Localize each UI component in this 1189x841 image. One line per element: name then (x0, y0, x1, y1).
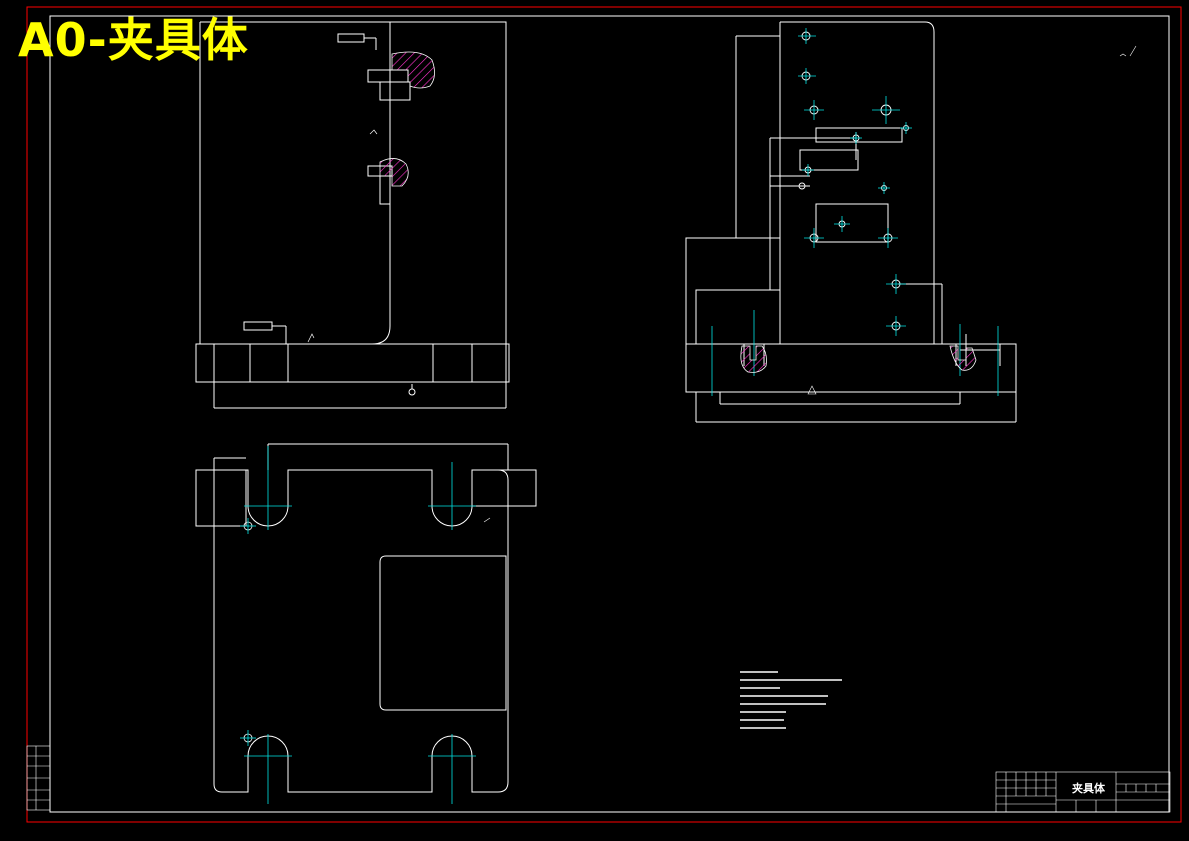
binding-margin-table (26, 745, 51, 811)
side-view (685, 21, 1017, 423)
front-view-sections (379, 51, 435, 187)
inner-drawing-border (49, 15, 1170, 813)
drawing-caption: A0-夹具体 (18, 13, 249, 67)
side-view-symbols (807, 45, 1137, 395)
outer-sheet-border (26, 6, 1182, 823)
side-view-holes (798, 31, 909, 331)
front-view (195, 21, 510, 409)
side-view-sections (740, 345, 977, 373)
technical-notes-lines (740, 671, 842, 729)
title-block-part-name: 夹具体 (1072, 782, 1105, 795)
top-view (195, 443, 537, 793)
title-block (995, 771, 1171, 813)
side-view-centerlines (711, 28, 999, 396)
top-view-centerlines (240, 446, 476, 804)
